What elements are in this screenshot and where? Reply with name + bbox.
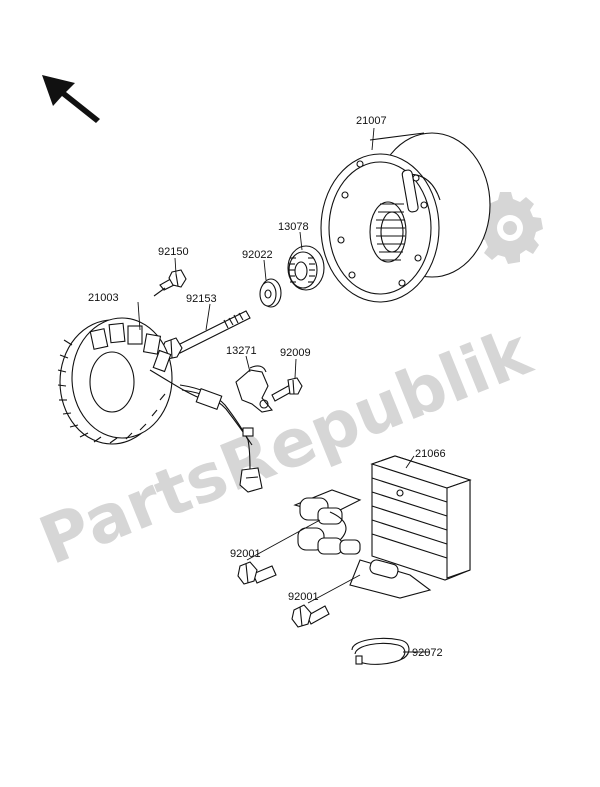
label-92001-lower: 92001 <box>288 591 319 603</box>
part-labels: 21007 13078 92150 92022 21003 92153 1327… <box>88 115 446 659</box>
label-92150: 92150 <box>158 246 189 258</box>
band <box>351 637 410 665</box>
label-92001-upper: 92001 <box>230 548 261 560</box>
label-92072: 92072 <box>412 647 443 659</box>
label-13078: 13078 <box>278 221 309 233</box>
label-13271: 13271 <box>226 345 257 357</box>
stator <box>57 317 206 445</box>
bracket <box>235 365 274 413</box>
label-92009: 92009 <box>280 347 311 359</box>
regulator-rectifier <box>293 455 472 599</box>
bolt-92001-upper <box>237 561 277 585</box>
collar <box>287 245 325 291</box>
label-21007: 21007 <box>356 115 387 127</box>
label-92022: 92022 <box>242 249 273 261</box>
label-21003: 21003 <box>88 292 119 304</box>
flywheel-rotor <box>320 132 491 303</box>
bolt-92150 <box>153 269 187 297</box>
bolt-92001-lower <box>291 604 330 628</box>
label-92153: 92153 <box>186 293 217 305</box>
wire-harness <box>179 384 263 493</box>
washer <box>259 278 282 308</box>
leader-lines <box>137 127 430 653</box>
label-21066: 21066 <box>415 448 446 460</box>
gear-icon <box>478 192 543 264</box>
screw-92009 <box>271 377 303 402</box>
arrow-up-left-icon <box>42 75 100 123</box>
